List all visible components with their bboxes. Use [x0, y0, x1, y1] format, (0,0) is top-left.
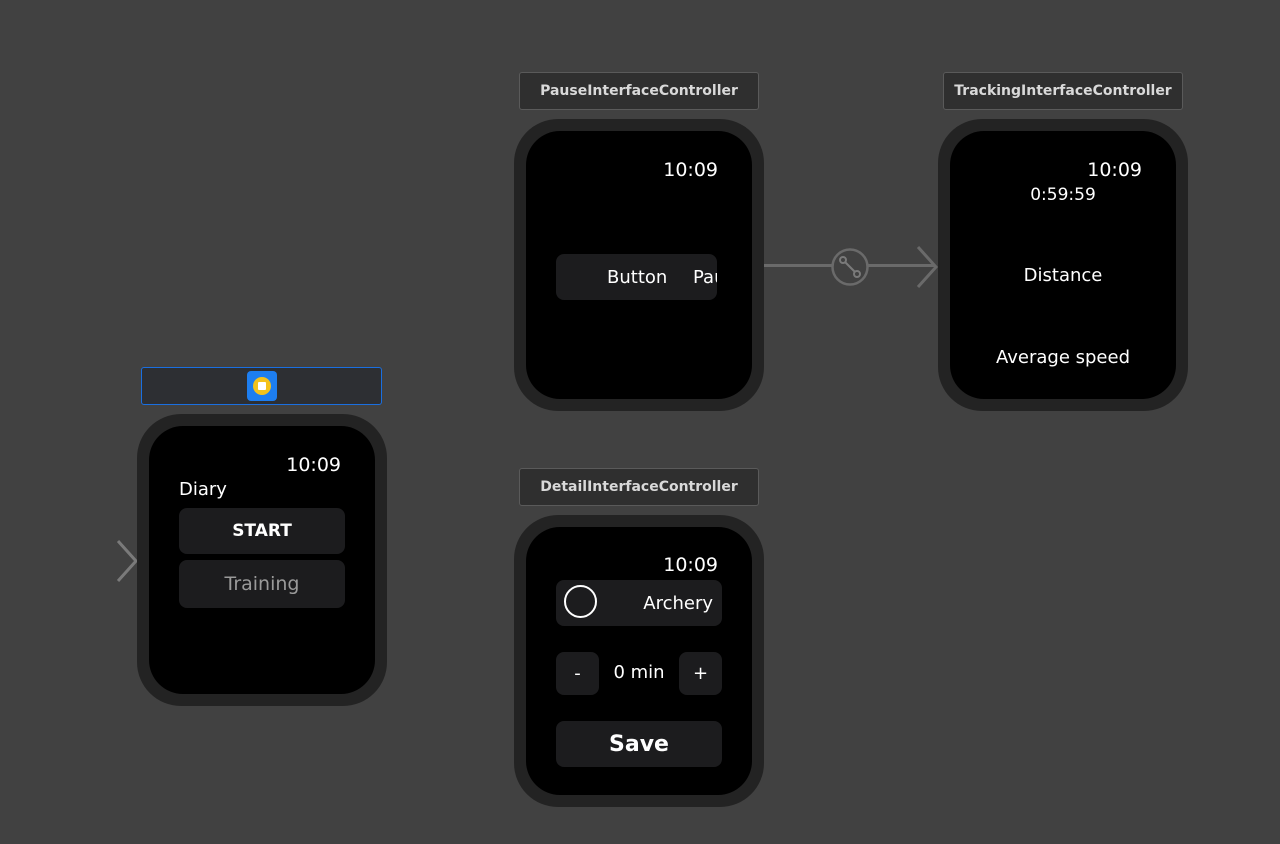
timer-label: 0:59:59: [1030, 185, 1096, 205]
segue-link-icon[interactable]: [830, 247, 870, 287]
pause-scene-title[interactable]: PauseInterfaceController: [519, 72, 759, 110]
diary-label: Diary: [179, 479, 227, 500]
pause-buttons-group[interactable]: Button Pau: [556, 254, 717, 300]
main-scene-dock[interactable]: [141, 367, 382, 405]
arrow-right-icon: [916, 245, 939, 289]
increment-button[interactable]: +: [679, 652, 722, 695]
initial-entry-arrow[interactable]: [18, 538, 140, 584]
status-time: 10:09: [663, 554, 718, 576]
tracking-watch-scene[interactable]: 10:09 0:59:59 Distance Average speed: [938, 119, 1188, 411]
segue-line: [866, 264, 934, 267]
activity-picker-row[interactable]: Archery: [556, 580, 722, 626]
save-button[interactable]: Save: [556, 721, 722, 767]
detail-watch-screen: 10:09 Archery - 0 min + Save: [526, 527, 752, 795]
tracking-scene-title[interactable]: TrackingInterfaceController: [943, 72, 1183, 110]
status-time: 10:09: [286, 454, 341, 476]
pause-watch-screen: 10:09 Button Pau: [526, 131, 752, 399]
interface-controller-icon[interactable]: [246, 371, 277, 401]
button-label: Button: [607, 266, 668, 288]
decrement-button[interactable]: -: [556, 652, 599, 695]
duration-label: 0 min: [613, 662, 665, 683]
main-watch-scene[interactable]: 10:09 Diary START Training: [137, 414, 387, 706]
activity-circle-icon: [564, 585, 597, 618]
distance-label: Distance: [1023, 265, 1103, 286]
status-time: 10:09: [1087, 159, 1142, 181]
detail-scene-title[interactable]: DetailInterfaceController: [519, 468, 759, 506]
start-button[interactable]: START: [179, 508, 345, 554]
segue-line: [764, 264, 832, 267]
pause-watch-scene[interactable]: 10:09 Button Pau: [514, 119, 764, 411]
average-speed-label: Average speed: [995, 347, 1130, 368]
tracking-watch-screen: 10:09 0:59:59 Distance Average speed: [950, 131, 1176, 399]
training-button[interactable]: Training: [179, 560, 345, 608]
arrow-right-icon: [116, 539, 139, 583]
pause-button-label: Pau: [693, 266, 717, 288]
status-time: 10:09: [663, 159, 718, 181]
activity-label: Archery: [643, 592, 713, 614]
main-watch-screen: 10:09 Diary START Training: [149, 426, 375, 694]
detail-watch-scene[interactable]: 10:09 Archery - 0 min + Save: [514, 515, 764, 807]
